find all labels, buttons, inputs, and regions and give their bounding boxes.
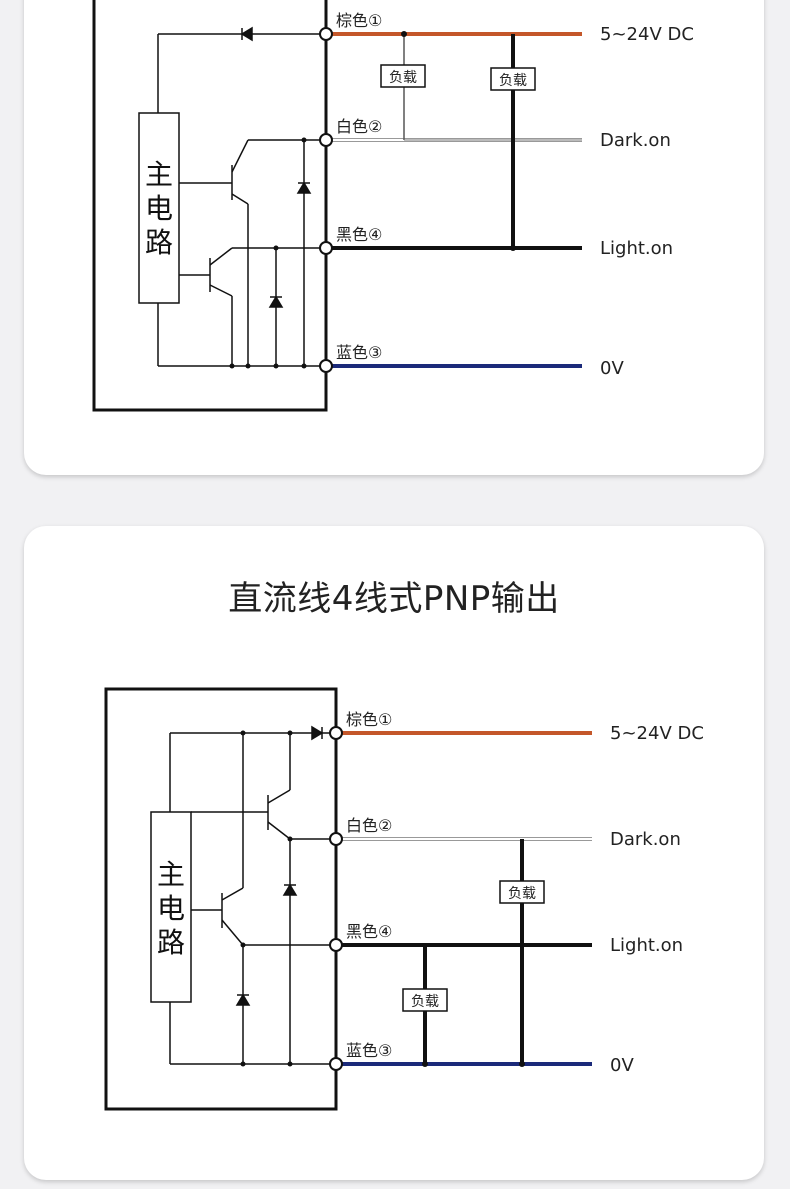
internal-junctions-top — [229, 137, 307, 369]
junction-dot — [510, 245, 516, 251]
terminal-white — [319, 133, 333, 147]
black-wire-label: 黑色④ — [346, 922, 392, 941]
wiring-diagram-top: 负载 负载 棕色① 白色② 黑色④ 蓝色③ 5~24V DC Dark.on L… — [92, 0, 694, 412]
terminal-light-on-label: Light.on — [610, 935, 683, 956]
terminal-brown — [319, 27, 333, 41]
internal-circuit-top — [138, 26, 320, 367]
load-label-2: 负载 — [499, 73, 527, 89]
blue-wire-label: 蓝色③ — [336, 343, 382, 362]
terminal-supply-label: 5~24V DC — [610, 723, 704, 744]
terminal-dark-on-label: Dark.on — [600, 130, 671, 151]
terminal-light-on-label: Light.on — [600, 238, 673, 259]
terminal-dark-on-label: Dark.on — [610, 829, 681, 850]
sensor-housing — [92, 0, 328, 412]
load-label-2: 负载 — [411, 994, 439, 1010]
terminal-zero-v-label: 0V — [600, 358, 624, 379]
terminal-black — [329, 938, 343, 952]
load-box-1 — [380, 64, 426, 88]
diagram-title: 直流线4线式PNP输出 — [228, 579, 560, 619]
black-wire-label: 黑色④ — [336, 225, 382, 244]
load-box-2 — [402, 988, 448, 1012]
junction-dot — [422, 1061, 428, 1067]
main-circuit-char-3: 路 — [145, 226, 173, 259]
load-label-1: 负载 — [508, 886, 536, 902]
terminal-blue — [319, 359, 333, 373]
junction-dot — [519, 1061, 525, 1067]
main-circuit-char-3: 路 — [157, 926, 185, 959]
white-wire-label: 白色② — [346, 816, 392, 835]
main-circuit-char-1: 主 — [157, 858, 185, 891]
load-box-1 — [499, 880, 545, 904]
wiring-diagram-bottom: 负载 负载 棕色① 白色② 黑色④ 蓝色③ 5~24V DC Dark.on L… — [104, 687, 704, 1111]
main-circuit-char-1: 主 — [145, 158, 173, 191]
diagram-card-bottom: 直流线4线式PNP输出 负载 负载 棕色① — [24, 526, 764, 1180]
brown-wire-label: 棕色① — [346, 710, 392, 729]
internal-junctions-bottom — [240, 730, 293, 1067]
blue-wire-label: 蓝色③ — [346, 1041, 392, 1060]
internal-circuit-bottom — [150, 725, 330, 1065]
terminal-blue — [329, 1057, 343, 1071]
load-box-2 — [490, 67, 536, 91]
junction-dot — [401, 31, 407, 37]
terminal-zero-v-label: 0V — [610, 1055, 634, 1076]
brown-wire-label: 棕色① — [336, 11, 382, 30]
terminal-black — [319, 241, 333, 255]
sensor-housing — [104, 687, 338, 1111]
diagram-card-top: 负载 负载 棕色① 白色② 黑色④ 蓝色③ 5~24V DC Dark.on L… — [24, 0, 764, 475]
main-circuit-char-2: 电 — [145, 192, 173, 225]
main-circuit-char-2: 电 — [157, 892, 185, 925]
white-wire-label: 白色② — [336, 117, 382, 136]
terminal-brown — [329, 726, 343, 740]
terminal-supply-label: 5~24V DC — [600, 24, 694, 45]
terminal-white — [329, 832, 343, 846]
load-label-1: 负载 — [389, 70, 417, 86]
